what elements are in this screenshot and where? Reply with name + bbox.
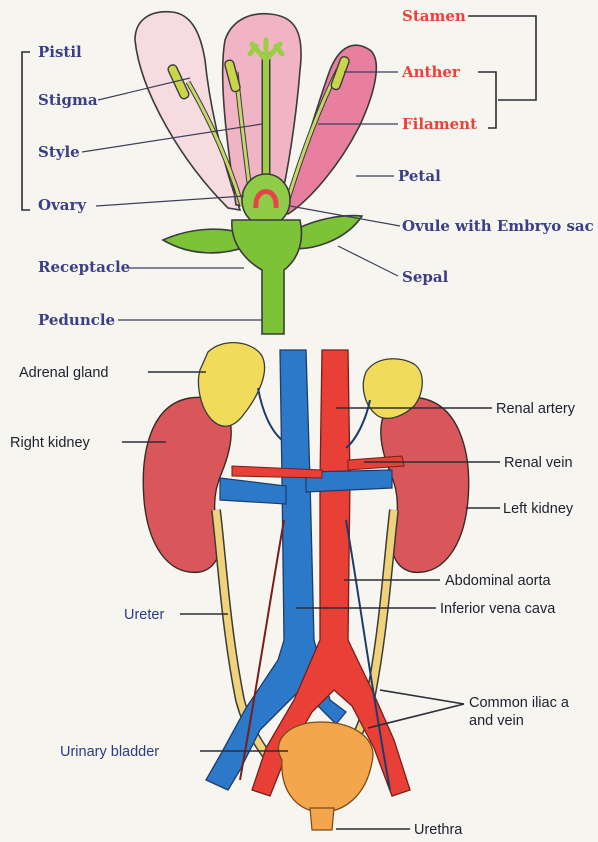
urinary-diagram [143,343,468,830]
label-stigma: Stigma [38,91,98,109]
adrenal-gland-right [199,343,265,427]
label-anther: Anther [401,63,461,81]
label-common-iliac: Common iliac a [469,695,570,711]
urethra [310,808,334,830]
label-petal: Petal [398,167,441,185]
label-style: Style [38,143,80,161]
label-inferior-vena-cava: Inferior vena cava [440,601,556,617]
label-pistil: Pistil [38,43,82,61]
label-urethra: Urethra [414,822,463,838]
urinary-bladder [278,722,373,812]
label-ovule: Ovule with Embryo sac [402,217,594,235]
label-urinary-bladder: Urinary bladder [60,744,159,760]
label-filament: Filament [402,115,477,133]
label-ovary: Ovary [38,196,87,214]
label-common-iliac-2: and vein [469,713,524,729]
label-right-kidney: Right kidney [10,435,91,451]
label-renal-artery: Renal artery [496,401,576,417]
label-abdominal-aorta: Abdominal aorta [445,573,552,589]
label-sepal: Sepal [402,268,449,286]
ovary [242,174,290,226]
label-ureter: Ureter [124,607,164,623]
label-peduncle: Peduncle [38,311,115,329]
flower-diagram [135,12,376,334]
receptacle [232,220,302,334]
label-adrenal-gland: Adrenal gland [19,365,109,381]
renal-vein-right [220,478,286,504]
label-stamen: Stamen [402,7,466,25]
label-left-kidney: Left kidney [503,501,574,517]
label-renal-vein: Renal vein [504,455,573,471]
label-receptacle: Receptacle [38,258,130,276]
